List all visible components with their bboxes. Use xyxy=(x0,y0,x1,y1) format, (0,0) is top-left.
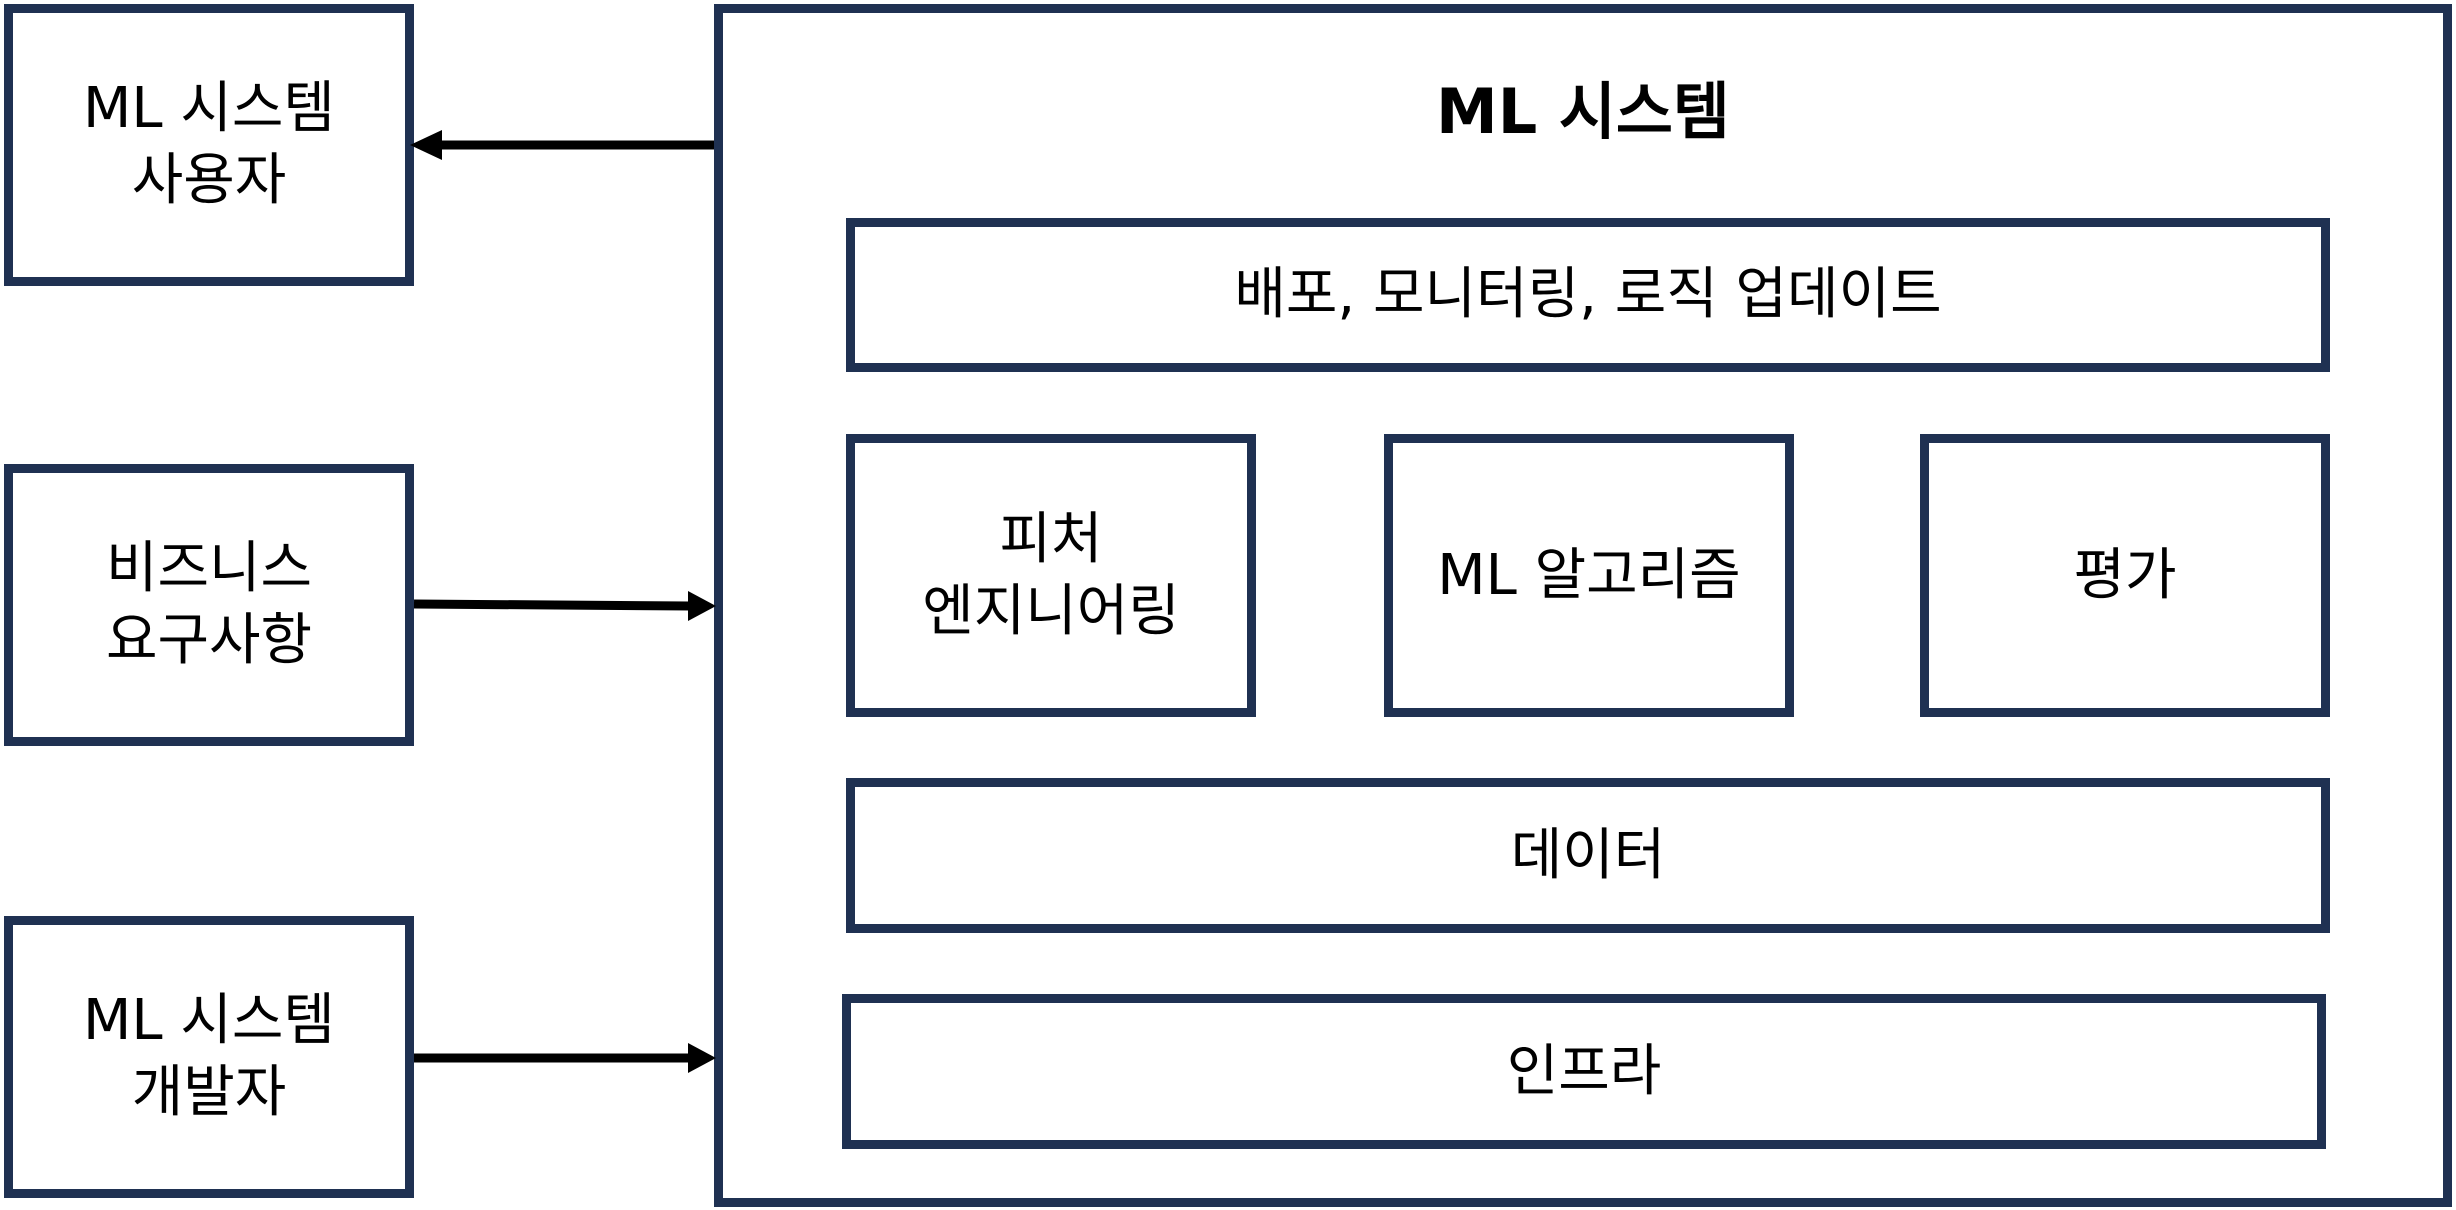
layer-ml-algorithm: ML 알고리즘 xyxy=(1384,434,1794,717)
ml-system-title: ML 시스템 xyxy=(1436,75,1730,148)
actor-label-user: ML 시스템 사용자 xyxy=(83,76,335,213)
arrow-business-to-system xyxy=(413,591,716,621)
layer-data: 데이터 xyxy=(846,778,2330,933)
layer-data-label: 데이터 xyxy=(1510,822,1666,888)
layer-deploy-label: 배포, 모니터링, 로직 업데이트 xyxy=(1234,262,1942,327)
actor-label-developer: ML 시스템 개발자 xyxy=(83,988,335,1125)
layer-infra: 인프라 xyxy=(842,994,2326,1149)
actor-box-business: 비즈니스 요구사항 xyxy=(4,464,414,746)
layer-evaluation-label: 평가 xyxy=(2073,542,2177,608)
layer-feature-engineering-label: 피처 엔지니어링 xyxy=(922,506,1180,644)
actor-box-developer: ML 시스템 개발자 xyxy=(4,916,414,1198)
layer-feature-engineering: 피처 엔지니어링 xyxy=(846,434,1256,717)
layer-deploy: 배포, 모니터링, 로직 업데이트 xyxy=(846,218,2330,372)
arrow-system-to-user xyxy=(410,130,714,160)
layer-ml-algorithm-label: ML 알고리즘 xyxy=(1437,542,1741,608)
arrow-developer-to-system xyxy=(414,1043,716,1073)
actor-box-user: ML 시스템 사용자 xyxy=(4,4,414,286)
layer-infra-label: 인프라 xyxy=(1506,1038,1662,1104)
actor-label-business: 비즈니스 요구사항 xyxy=(105,536,313,673)
layer-evaluation: 평가 xyxy=(1920,434,2330,717)
